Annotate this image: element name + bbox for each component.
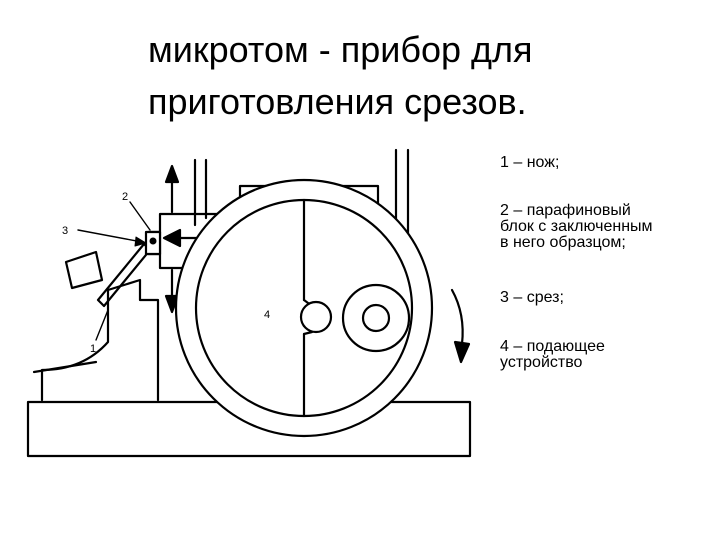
legend-line: 4 – подающее (500, 338, 605, 355)
crank-pulley-outer (341, 283, 411, 353)
knife-holder-ridge (32, 360, 98, 374)
callout-label-1: 1 (90, 343, 96, 355)
legend-item-feed-device: 4 – подающее устройство (500, 339, 605, 371)
legend-line: в него образцом; (500, 234, 626, 251)
callout-label-2: 2 (122, 191, 128, 203)
legend-item-paraffin-block: 2 – парафиновый блок с заключенным в нег… (500, 203, 653, 251)
callout-3-leader (77, 229, 143, 243)
legend-item-section: 3 – срез; (500, 290, 564, 306)
legend-line: устройство (500, 354, 583, 371)
slide-title: микротом - прибор для приготовления срез… (148, 24, 668, 128)
callout-2-leader (129, 201, 151, 231)
callout-label-3: 3 (62, 225, 68, 237)
knife-blade (96, 242, 152, 308)
legend-line: блок с заключенным (500, 218, 653, 235)
callout-3-arrow-head (134, 236, 147, 247)
paraffin-block-dot (149, 237, 157, 245)
feed-arrow-head (162, 228, 182, 248)
rotation-arrow-arc (450, 288, 464, 346)
legend-item-knife: 1 – нож; (500, 155, 559, 171)
slide-title-line-2: приготовления срезов. (148, 81, 527, 122)
flywheel-hub (299, 300, 333, 334)
slide-title-line-1: микротом - прибор для (148, 29, 533, 70)
motion-up-arrow-head (164, 164, 180, 184)
legend-line: 1 – нож; (500, 154, 560, 171)
knife-clamp (64, 250, 104, 290)
crank-pulley-inner (361, 303, 391, 333)
rotation-arrow-head (453, 340, 471, 364)
legend-line: 3 – срез; (500, 289, 564, 306)
callout-label-4: 4 (264, 309, 270, 321)
legend-line: 2 – парафиновый (500, 202, 631, 219)
callout-1-leader (95, 309, 109, 341)
